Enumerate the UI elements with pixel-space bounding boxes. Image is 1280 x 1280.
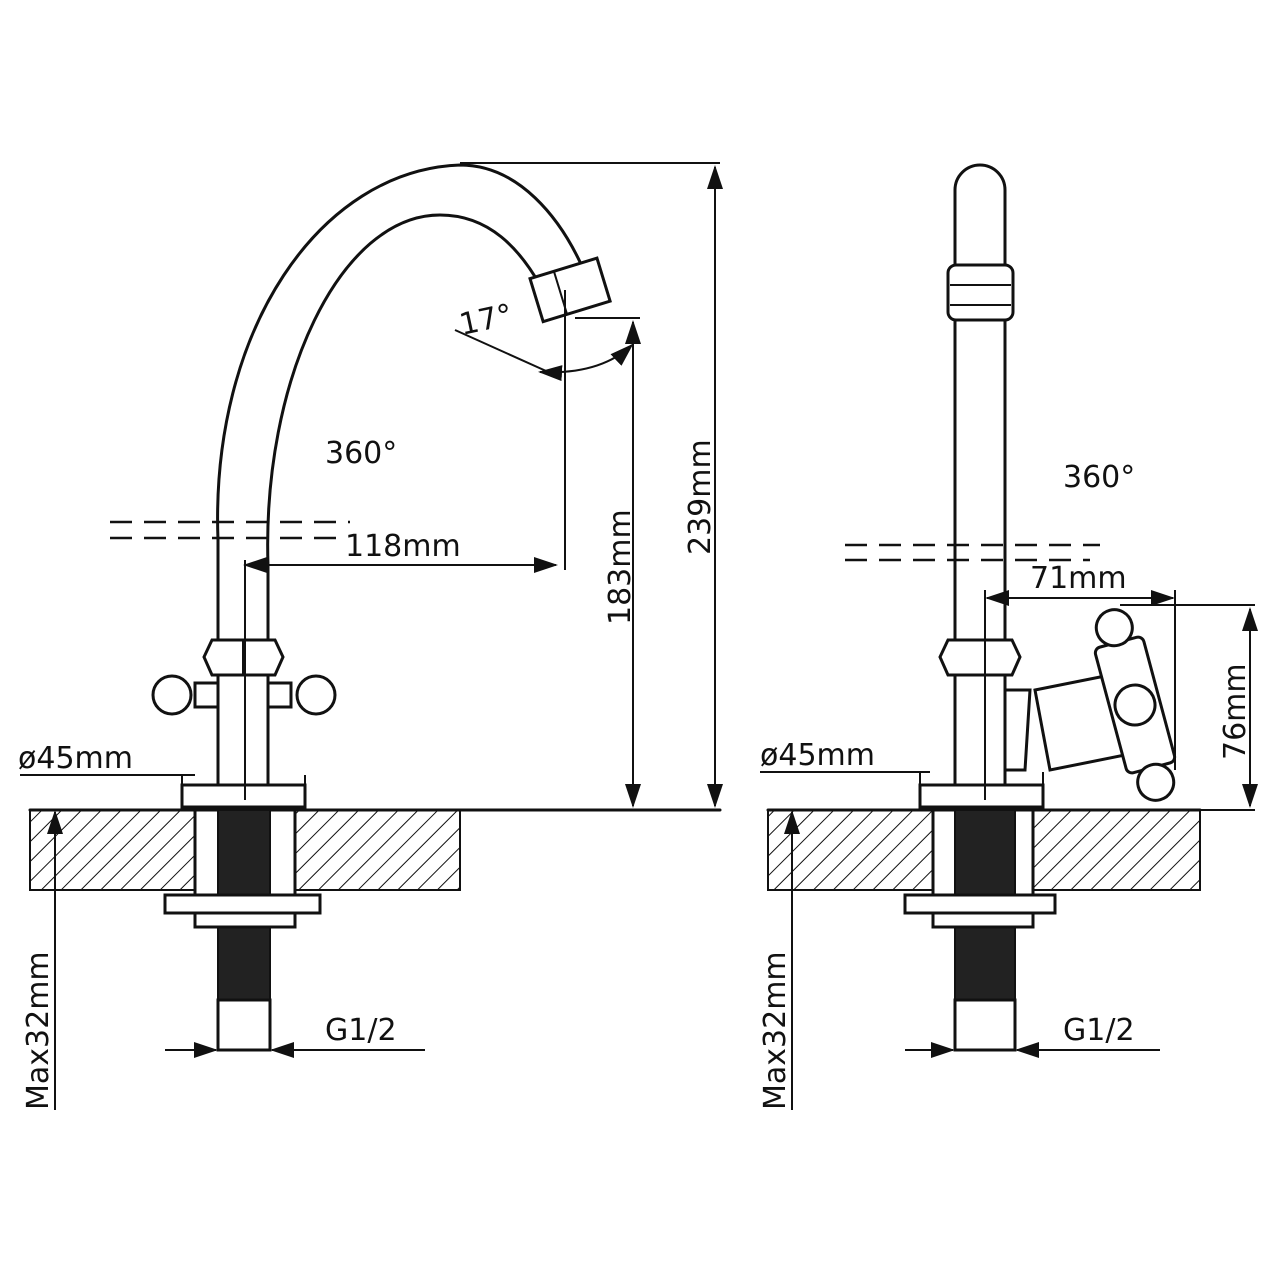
spout	[216, 163, 612, 642]
left-front-view: 360° 17° 118mm 183mm 239mm ø45mm Max32mm…	[18, 162, 723, 1110]
rotation-label: 360°	[325, 436, 397, 471]
dimensions	[20, 162, 723, 1110]
spout-height-label: 183mm	[603, 509, 638, 625]
handle-reach-label: 71mm	[1030, 561, 1127, 596]
thread-size-label: G1/2	[325, 1013, 397, 1048]
spout-angle-label: 17°	[456, 298, 515, 343]
body	[151, 638, 337, 809]
rotation-label: 360°	[1063, 460, 1135, 495]
max-thickness-label: Max32mm	[21, 951, 56, 1110]
dimensions	[760, 543, 1258, 1110]
mounting-hardware	[903, 808, 1057, 1052]
thread-size-label: G1/2	[1063, 1013, 1135, 1048]
handle-height-label: 76mm	[1218, 663, 1253, 760]
handle-knob-right	[295, 674, 337, 716]
base-diameter-label: ø45mm	[18, 741, 133, 776]
reach-dimension-label: 118mm	[345, 529, 461, 564]
countertop	[766, 808, 1202, 891]
handle-knob-left	[151, 674, 193, 716]
total-height-label: 239mm	[683, 439, 718, 555]
mounting-hardware	[163, 808, 322, 1052]
spout	[946, 163, 1015, 642]
base-diameter-label: ø45mm	[760, 738, 875, 773]
max-thickness-label: Max32mm	[758, 951, 793, 1110]
right-side-view: 360° 71mm 76mm ø45mm Max32mm G1/2	[758, 163, 1258, 1110]
countertop	[28, 808, 722, 891]
body	[918, 608, 1177, 809]
